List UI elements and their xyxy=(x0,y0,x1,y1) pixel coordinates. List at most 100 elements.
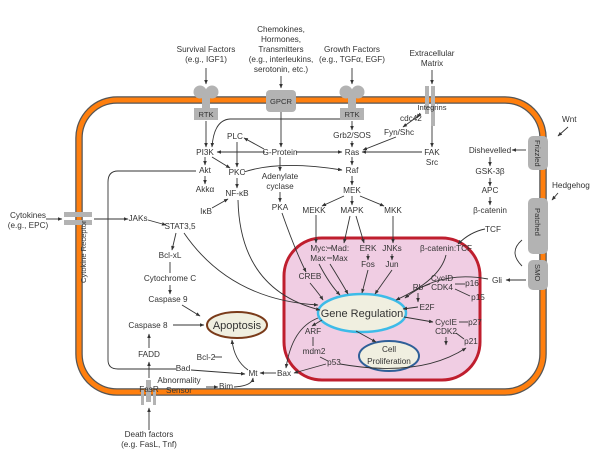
gpcr-label: GPCR xyxy=(270,97,292,106)
node-g-protein: G-Protein xyxy=(262,148,297,157)
node-raf: Raf xyxy=(346,166,359,175)
fasr-label: FasR xyxy=(139,385,159,394)
node-tcf: TCF xyxy=(485,225,501,234)
pathway-arrow xyxy=(211,198,229,209)
node-p27: p27 xyxy=(468,318,482,327)
pathway-arrow xyxy=(243,165,343,173)
death-factors-label: Death factors (e.g. FasL, Tnf) xyxy=(121,430,177,449)
diagram-label: Gene Regulation xyxy=(321,308,404,320)
diagram-label: Death factors xyxy=(125,430,174,439)
pathway-arrow xyxy=(181,304,201,317)
chemokines-label: Chemokines, Hormones, Transmitters (e.g.… xyxy=(249,25,314,74)
node-jaks: JAKs xyxy=(128,214,147,223)
node-erk: ERK xyxy=(360,244,377,253)
pathway-arrow xyxy=(403,316,434,324)
pathway-arrow xyxy=(557,126,569,137)
node-creb: CREB xyxy=(299,272,322,281)
diagram-label: Survival Factors xyxy=(177,45,236,54)
pathway-arrow xyxy=(107,170,196,370)
node-adenylate-cyclase-2: cyclase xyxy=(266,182,294,191)
node-fos: Fos xyxy=(361,260,375,269)
diagram-label: Growth Factors xyxy=(324,45,380,54)
node-nfkb: NF-κB xyxy=(225,189,249,198)
pathway-arrow xyxy=(455,332,465,340)
pathway-arrow xyxy=(355,330,377,343)
node-bcl2: Bcl-2 xyxy=(197,353,216,362)
node-src: Src xyxy=(426,158,438,167)
cell-proliferation-node: Cell Proliferation xyxy=(358,340,420,372)
node-mapk: MAPK xyxy=(340,206,364,215)
diagram-label: Extracellular xyxy=(409,49,454,58)
node-jnks: JNKs xyxy=(382,244,402,253)
smo-patched-arc xyxy=(514,239,523,267)
frizzled-label: Frizzled xyxy=(533,140,542,167)
pathway-arrow xyxy=(211,156,231,169)
node-pi3k: PI3K xyxy=(196,148,214,157)
pathway-arrow xyxy=(233,377,255,388)
node-fadd: FADD xyxy=(138,350,160,359)
diagram-label: serotonin, etc.) xyxy=(254,65,308,74)
rtk-receptor-survival: RTK xyxy=(193,85,219,120)
node-bax: Bax xyxy=(277,369,291,378)
node-labels: cdc42 Fyn/Shc PLC PI3K G-Protein Grb2/SO… xyxy=(128,114,511,395)
node-pka: PKA xyxy=(272,203,289,212)
pathway-arrow xyxy=(339,347,467,369)
pathway-arrow xyxy=(293,363,327,374)
node-mdm2: mdm2 xyxy=(303,347,326,356)
pathway-arrow xyxy=(318,263,341,296)
node-p16: p16 xyxy=(465,279,479,288)
node-mad-max-2: Max xyxy=(332,254,347,263)
growth-factors-label: Growth Factors (e.g., TGFα, EGF) xyxy=(319,45,385,64)
node-mad-max-1: Mad: xyxy=(331,244,349,253)
node-fyn-shc: Fyn/Shc xyxy=(384,128,414,137)
node-bclxl: Bcl-xL xyxy=(159,251,182,260)
node-mek: MEK xyxy=(343,186,361,195)
pathway-arrow xyxy=(362,136,397,151)
pathway-arrow xyxy=(361,269,369,294)
pathway-arrow xyxy=(395,254,447,301)
node-caspase8: Caspase 8 xyxy=(128,321,168,330)
wnt-label: Wnt xyxy=(562,115,577,124)
diagram-label: (e.g. FasL, Tnf) xyxy=(121,440,177,449)
pathway-arrow xyxy=(210,118,340,148)
node-cycld: CycID xyxy=(431,274,453,283)
pathway-arrow xyxy=(171,232,177,251)
pathway-arrow xyxy=(402,306,419,311)
rtk-receptor-growth: RTK xyxy=(339,85,365,120)
patched-label: Patched xyxy=(533,208,542,236)
node-plc: PLC xyxy=(227,132,243,141)
node-myc-max-1: Myc: xyxy=(310,244,327,253)
rtk-label-1: RTK xyxy=(198,110,213,119)
patched-receptor: Patched xyxy=(528,198,548,254)
node-bad: Bad xyxy=(176,364,191,373)
node-arf: ARF xyxy=(305,327,321,336)
node-akt: Akt xyxy=(199,166,212,175)
node-myc-max-2: Max xyxy=(310,254,325,263)
node-cytochrome-c: Cytochrome C xyxy=(144,274,196,283)
pathway-arrow xyxy=(309,282,324,301)
node-p21: p21 xyxy=(464,337,478,346)
pathway-arrow xyxy=(329,263,349,295)
apoptosis-node: Apoptosis xyxy=(206,311,268,339)
node-gsk3b: GSK-3β xyxy=(475,167,505,176)
pathway-arrow xyxy=(243,137,265,150)
node-mekk: MEKK xyxy=(302,206,326,215)
node-fak: FAK xyxy=(424,148,440,157)
rtk-label-2: RTK xyxy=(344,110,359,119)
pathway-arrow xyxy=(237,199,321,311)
pathway-arrow xyxy=(230,339,249,371)
diagram-label: Hormones, xyxy=(261,35,301,44)
node-grb2-sos: Grb2/SOS xyxy=(333,131,371,140)
hedgehog-label: Hedgehog xyxy=(552,181,590,190)
pathway-edges xyxy=(46,68,569,430)
node-dishevelled: Dishevelled xyxy=(469,146,512,155)
nucleus-labels: Myc: Max Mad: Max ERK Fos JNKs Jun β-cat… xyxy=(299,244,486,367)
pathway-arrow xyxy=(190,369,246,376)
diagram-label: (e.g., EPC) xyxy=(8,221,49,230)
gpcr-receptor: GPCR xyxy=(266,90,296,112)
pathway-arrow xyxy=(374,269,393,295)
pathway-arrow xyxy=(147,219,167,226)
node-apc: APC xyxy=(482,186,499,195)
node-caspase9: Caspase 9 xyxy=(148,295,188,304)
integrins-receptor: Integrins xyxy=(417,86,447,126)
